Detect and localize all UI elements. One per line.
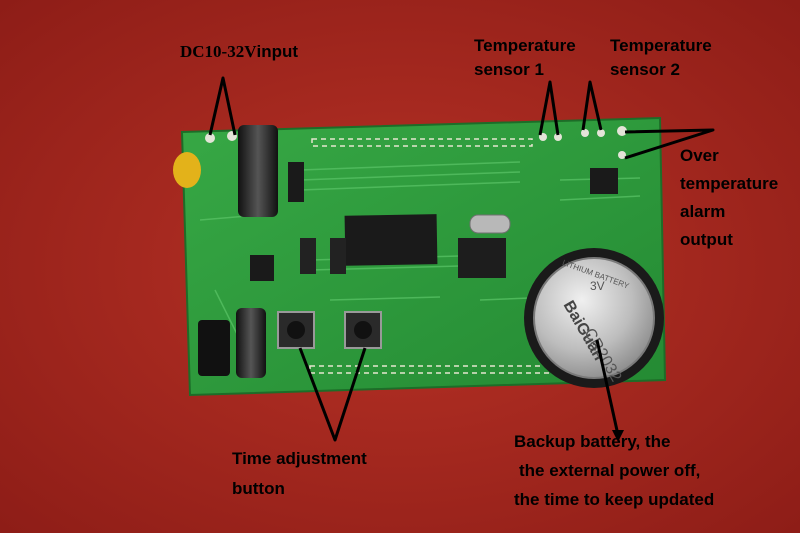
sensor-1-arrow [538,80,560,136]
time-btn-line-1: Time adjustment [232,449,367,468]
temperature-sensor-1-label: Temperature sensor 1 [474,34,576,82]
inductor [198,320,230,376]
time-btn-line-2: button [232,479,285,498]
dc-input-text: input [256,42,299,61]
alarm-output-arrow [624,128,715,160]
sensor-2-arrow [581,80,603,131]
electrolytic-capacitor-top [238,125,278,217]
pcb-board [173,116,667,397]
alarm-line-4: output [680,230,733,249]
battery-arrowhead [612,430,624,442]
battery-arrow [595,339,620,436]
over-temperature-alarm-label: Over temperature alarm output [680,142,778,254]
battery-line-3: the time to keep updated [514,490,715,509]
button-arrow [298,347,367,442]
dc-voltage-text: DC10-32V [180,42,257,61]
alarm-line-2: temperature [680,174,779,193]
time-adjustment-buttons [277,311,382,349]
time-adjustment-label: Time adjustment button [232,444,367,504]
header-pins-top [311,138,533,147]
sensor-2-line-1: Temperature [610,36,712,55]
annotation-lines [208,76,715,442]
dc-input-label: DC10-32Vinput [180,40,298,64]
battery-voltage-text: 3V [590,279,605,293]
yellow-capacitor [173,152,201,188]
backup-battery-label: Backup battery, the the external power o… [514,427,714,514]
battery-line-2: the external power off, [519,461,701,480]
alarm-line-3: alarm [680,202,726,221]
mcu-chip [458,238,506,278]
backup-battery [533,257,655,379]
temperature-sensor-2-label: Temperature sensor 2 [610,34,712,82]
alarm-line-1: Over [680,146,719,165]
sensor-1-line-2: sensor 1 [474,60,544,79]
crystal [469,214,511,234]
electrolytic-capacitor-bottom [236,308,266,378]
regulator-ic [250,255,274,281]
sensor-2-line-2: sensor 2 [610,60,680,79]
dc-input-arrow [208,76,237,136]
sensor-1-line-1: Temperature [474,36,576,55]
main-ic-chip [344,214,438,266]
small-ic-right [590,168,618,194]
battery-line-1: Backup battery, the [514,432,671,451]
